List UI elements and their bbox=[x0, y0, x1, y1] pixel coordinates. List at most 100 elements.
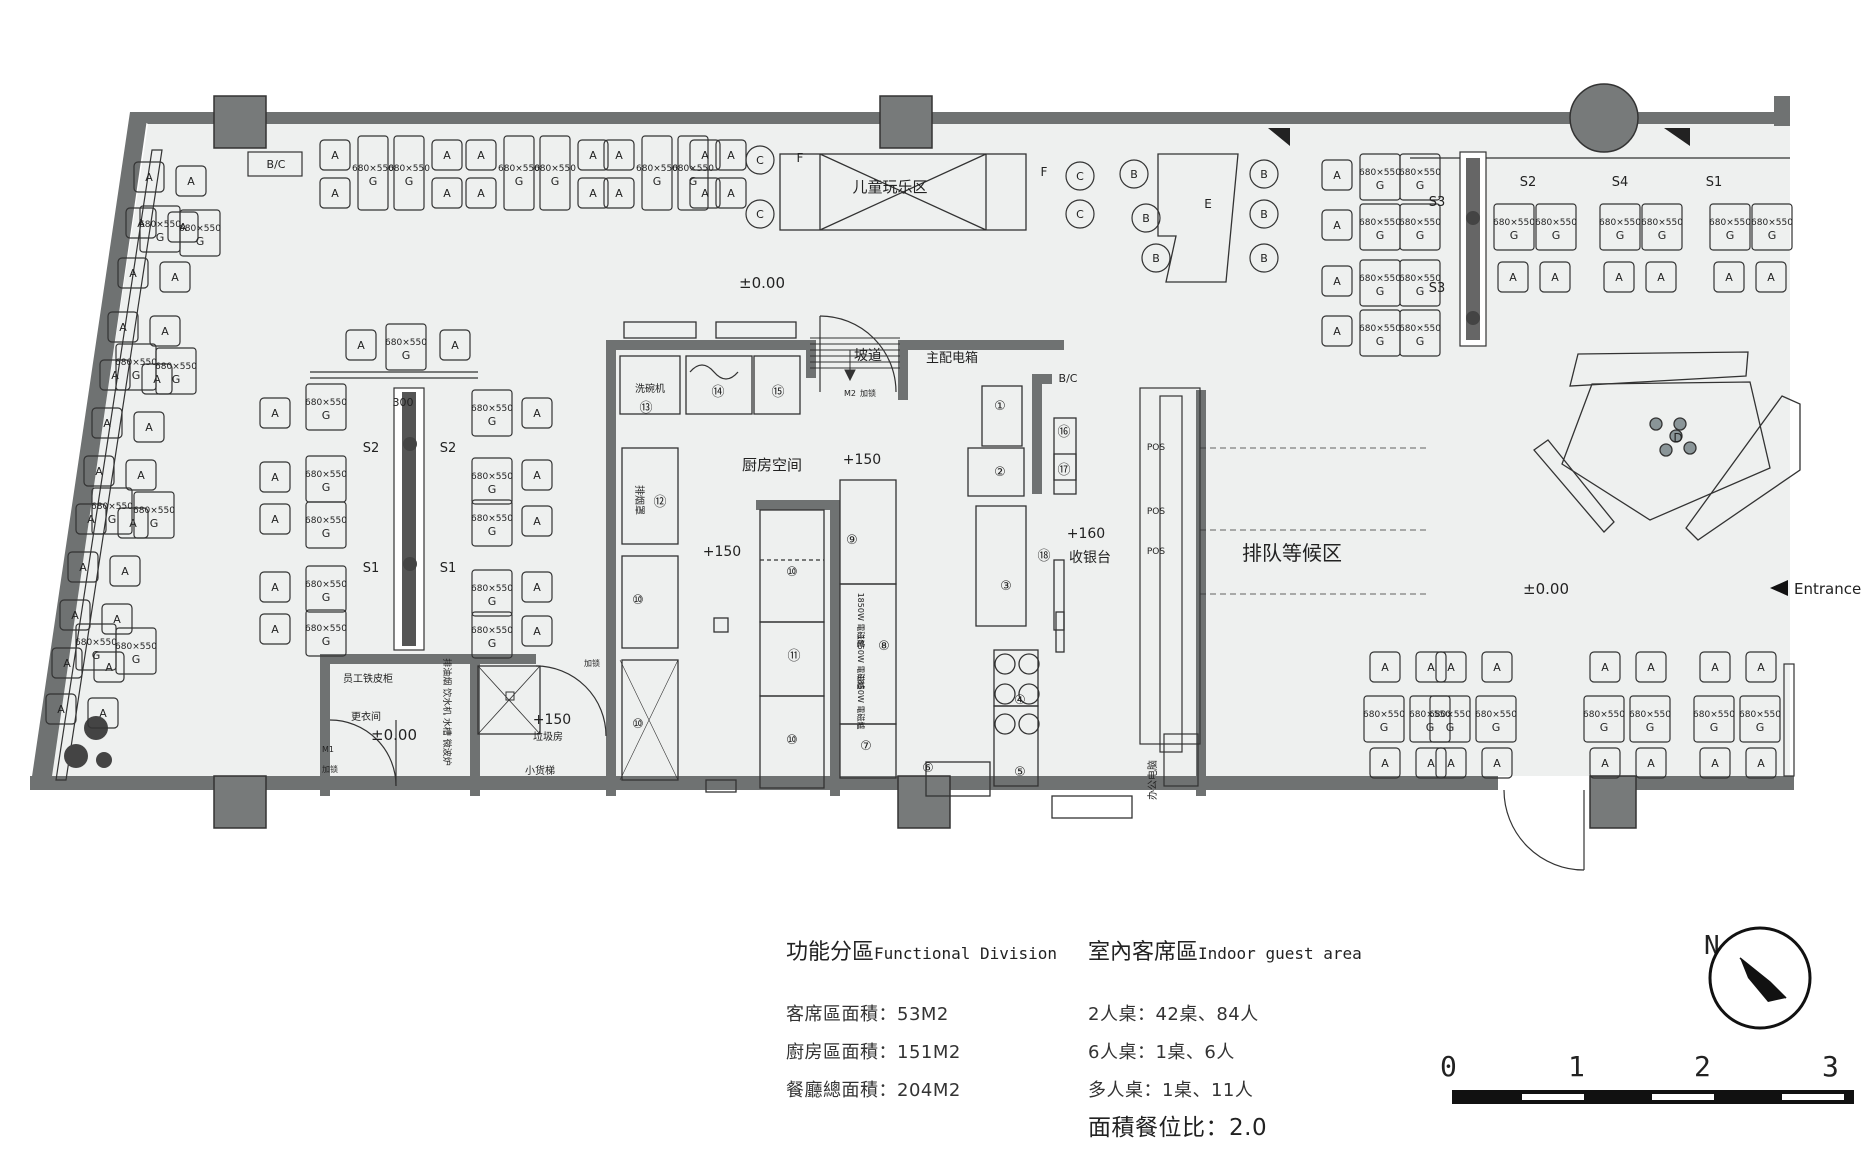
chair bbox=[149, 315, 181, 347]
table-tag: G bbox=[1616, 229, 1625, 242]
chair-tag: A bbox=[701, 187, 709, 200]
table-size: 680×550 bbox=[115, 358, 157, 368]
table bbox=[357, 135, 389, 211]
table-size: 680×550 bbox=[352, 164, 394, 174]
table-tag: G bbox=[1768, 229, 1777, 242]
chair bbox=[91, 407, 123, 439]
ramp bbox=[810, 337, 900, 382]
functional-title-cn: 功能分區 bbox=[786, 940, 875, 965]
chair-tag: A bbox=[1551, 271, 1559, 284]
kids-zone bbox=[779, 153, 1239, 283]
table-tag: G bbox=[488, 637, 497, 650]
table-size: 680×550 bbox=[75, 638, 117, 648]
table-size: 680×550 bbox=[1535, 218, 1577, 228]
burner-2: 1850W 電磁爐 bbox=[856, 635, 866, 690]
table-tag: G bbox=[488, 415, 497, 428]
stool bbox=[745, 145, 775, 175]
chair bbox=[577, 139, 609, 171]
chair bbox=[259, 571, 291, 603]
table-tag: G bbox=[1416, 335, 1425, 348]
table-size: 680×550 bbox=[1399, 218, 1441, 228]
equipment-4: ④ bbox=[1014, 693, 1026, 708]
table-size: 680×550 bbox=[305, 624, 347, 634]
table-tag: G bbox=[1756, 721, 1765, 734]
chair bbox=[259, 461, 291, 493]
table-size: 680×550 bbox=[471, 404, 513, 414]
table-size: 680×550 bbox=[1599, 218, 1641, 228]
chair bbox=[465, 139, 497, 171]
table-size: 680×550 bbox=[385, 338, 427, 348]
chair bbox=[577, 177, 609, 209]
entrance-arrow-icon bbox=[1770, 580, 1788, 596]
table-tag: G bbox=[1376, 335, 1385, 348]
equipment-8: ⑧ bbox=[878, 639, 890, 654]
table bbox=[1363, 695, 1405, 743]
chair bbox=[1745, 747, 1777, 779]
area-total: 餐廳總面積：204M2 bbox=[786, 1080, 961, 1101]
entrance-label[interactable]: Entrance bbox=[1794, 580, 1861, 598]
table-tag: G bbox=[1376, 285, 1385, 298]
chair bbox=[133, 411, 165, 443]
chair-tag: A bbox=[105, 661, 113, 674]
table-tag: G bbox=[92, 649, 101, 662]
chair-tag: A bbox=[1333, 219, 1341, 232]
table bbox=[1399, 259, 1441, 307]
chair-tag: A bbox=[1333, 325, 1341, 338]
stool bbox=[1119, 159, 1149, 189]
table-size: 680×550 bbox=[471, 472, 513, 482]
table-tag: G bbox=[653, 175, 662, 188]
table-tag: G bbox=[488, 483, 497, 496]
table-tag: G bbox=[689, 175, 698, 188]
cashier-label: 收银台 bbox=[1069, 550, 1111, 566]
planter-partitions bbox=[393, 151, 1487, 651]
plan-labels: 儿童玩乐区 厨房空间 排队等候区 收银台 坡道 主配电箱 员工铁皮柜 更衣间 垃… bbox=[267, 151, 1862, 800]
chair bbox=[107, 311, 139, 343]
scale-tick-3: 3 bbox=[1822, 1050, 1839, 1083]
table bbox=[1409, 695, 1451, 743]
chair-tag: A bbox=[615, 149, 623, 162]
equipment-5: ⑤ bbox=[1014, 765, 1026, 780]
zone-f-right: F bbox=[1041, 165, 1048, 179]
stool-tag: C bbox=[1076, 208, 1084, 221]
chair bbox=[167, 211, 199, 243]
chair bbox=[431, 177, 463, 209]
chair-tag: A bbox=[1493, 661, 1501, 674]
chair bbox=[521, 459, 553, 491]
table-size: 680×550 bbox=[139, 220, 181, 230]
chair-tag: A bbox=[443, 187, 451, 200]
cargo-lift-label: 小货梯 bbox=[525, 764, 555, 777]
table-size: 680×550 bbox=[155, 362, 197, 372]
chair bbox=[1321, 315, 1353, 347]
multi-seat-tables: 多人桌：1桌、11人 bbox=[1088, 1080, 1254, 1101]
table-size: 680×550 bbox=[179, 224, 221, 234]
table-tag: G bbox=[1376, 229, 1385, 242]
chair-tag: A bbox=[1767, 271, 1775, 284]
table-size: 680×550 bbox=[1475, 710, 1517, 720]
zone-s2-left: S2 bbox=[363, 441, 380, 456]
table-size: 680×550 bbox=[91, 502, 133, 512]
functional-division-title: 功能分區Functional Division bbox=[786, 934, 1076, 966]
equipment-11: ⑪ bbox=[787, 649, 800, 664]
chair-tag: A bbox=[1757, 757, 1765, 770]
chair-tag: A bbox=[95, 465, 103, 478]
table-size: 680×550 bbox=[1629, 710, 1671, 720]
table-tag: G bbox=[172, 373, 181, 386]
table-tag: G bbox=[488, 525, 497, 538]
chair bbox=[259, 503, 291, 535]
chair bbox=[159, 261, 191, 293]
chair bbox=[117, 507, 149, 539]
table-tag: G bbox=[322, 481, 331, 494]
table-tag: G bbox=[1658, 229, 1667, 242]
equipment-10d: ⑩ bbox=[632, 717, 644, 732]
table-tag: G bbox=[1510, 229, 1519, 242]
chair-tag: A bbox=[1711, 661, 1719, 674]
table-tag: G bbox=[150, 517, 159, 530]
chair bbox=[319, 177, 351, 209]
chair-tag: A bbox=[113, 613, 121, 626]
table-tag: G bbox=[1416, 229, 1425, 242]
level-main: ±0.00 bbox=[739, 274, 785, 292]
equipment-3: ③ bbox=[1000, 579, 1012, 594]
table-tag: G bbox=[1710, 721, 1719, 734]
zone-s3-bottom: S3 bbox=[1429, 281, 1446, 296]
compass: N bbox=[1704, 926, 1812, 1030]
